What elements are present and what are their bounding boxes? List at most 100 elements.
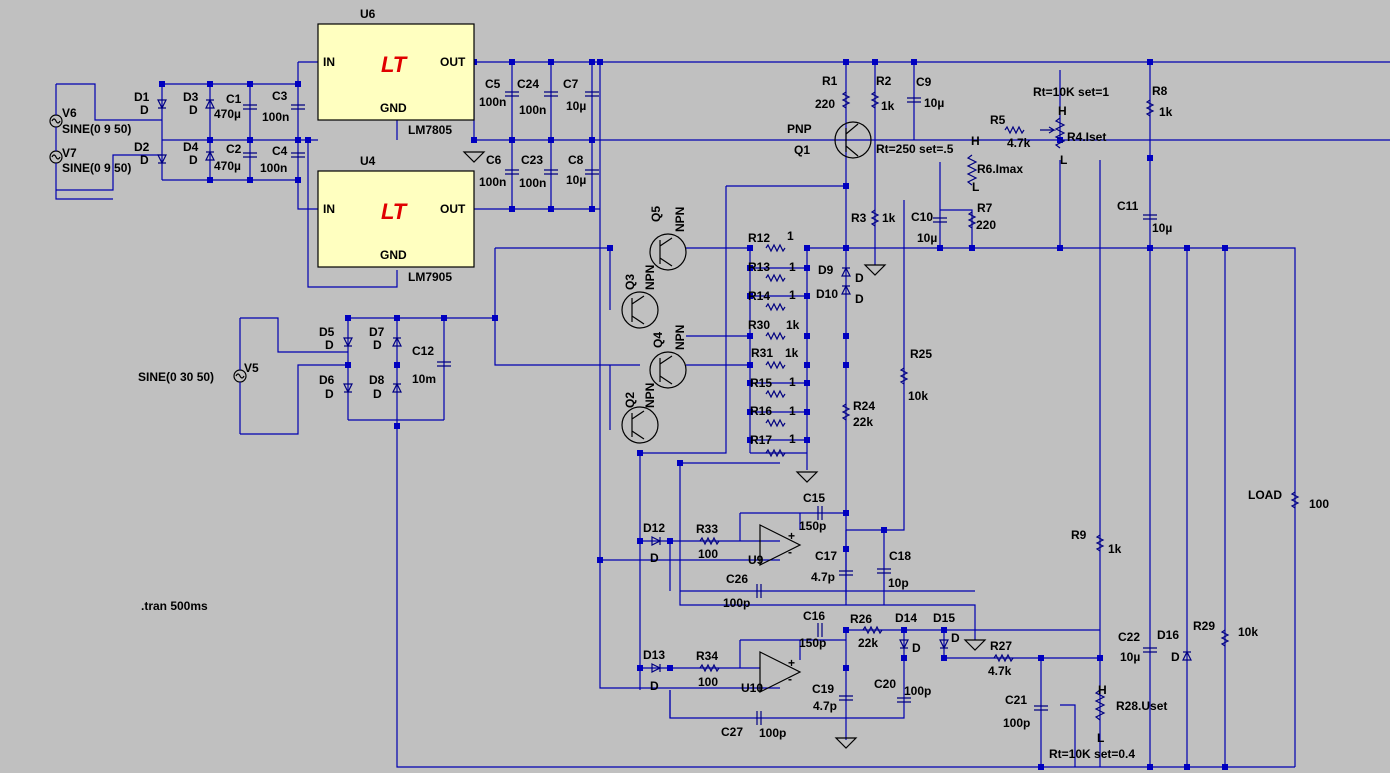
- svg-text:D: D: [951, 631, 960, 645]
- svg-text:NPN: NPN: [673, 207, 687, 232]
- svg-text:R9: R9: [1071, 528, 1087, 542]
- regulator-u4[interactable]: U4 IN OUT GND LT LM7905: [317, 154, 475, 284]
- svg-text:100n: 100n: [479, 95, 506, 109]
- lt-logo-icon: LT: [381, 199, 408, 224]
- svg-text:10k: 10k: [908, 389, 928, 403]
- svg-text:D15: D15: [933, 611, 955, 625]
- transistor-q4[interactable]: Q4 NPN: [649, 325, 687, 389]
- transistor-q2[interactable]: Q2 NPN: [621, 383, 659, 444]
- tran-directive[interactable]: .tran 500ms: [141, 599, 208, 613]
- svg-text:C9: C9: [916, 75, 932, 89]
- svg-text:NPN: NPN: [673, 325, 687, 350]
- resistor-r17: R17 1: [750, 432, 796, 458]
- svg-text:C15: C15: [803, 491, 825, 505]
- svg-text:C17: C17: [815, 549, 837, 563]
- svg-text:1: 1: [789, 432, 796, 446]
- svg-text:C10: C10: [911, 210, 933, 224]
- opamp-u10[interactable]: + - U10: [741, 651, 802, 695]
- u9-plus: +: [788, 529, 795, 543]
- svg-text:D2: D2: [134, 140, 150, 154]
- pot-r28[interactable]: Rt=10K set=0.4 H L R28.Uset: [1049, 683, 1167, 761]
- svg-text:100n: 100n: [519, 176, 546, 190]
- svg-text:C21: C21: [1005, 693, 1027, 707]
- opamp-u9[interactable]: + - U9: [748, 524, 802, 567]
- source-v6[interactable]: V6 SINE(0 9 50): [49, 106, 131, 136]
- u6-pin-in: IN: [323, 55, 335, 69]
- v5-value: SINE(0 30 50): [138, 370, 214, 384]
- svg-text:1k: 1k: [1159, 105, 1173, 119]
- svg-text:1k: 1k: [785, 346, 799, 360]
- source-v5[interactable]: V5 SINE(0 30 50): [138, 361, 259, 384]
- svg-text:22k: 22k: [858, 636, 878, 650]
- svg-text:10µ: 10µ: [1152, 221, 1172, 235]
- u6-pin-out: OUT: [440, 55, 466, 69]
- transistor-q1[interactable]: PNP Q1: [787, 121, 872, 159]
- u6-pin-gnd: GND: [380, 101, 407, 115]
- svg-text:10µ: 10µ: [924, 96, 944, 110]
- svg-text:R14: R14: [748, 289, 770, 303]
- svg-text:R1: R1: [822, 74, 838, 88]
- u4-pin-in: IN: [323, 202, 335, 216]
- svg-text:100n: 100n: [519, 103, 546, 117]
- transistor-q5[interactable]: Q5 NPN: [649, 206, 687, 271]
- pot-r6[interactable]: Rt=250 set=.5 H L R6.Imax: [876, 134, 1023, 194]
- diode-d7: D7D: [369, 325, 402, 352]
- svg-text:H: H: [1098, 683, 1107, 697]
- svg-text:R31: R31: [751, 346, 773, 360]
- svg-text:Q4: Q4: [651, 332, 665, 348]
- svg-text:R27: R27: [990, 639, 1012, 653]
- svg-text:R17: R17: [750, 433, 772, 447]
- diode-d4: D4D: [183, 140, 215, 167]
- svg-text:10µ: 10µ: [566, 99, 586, 113]
- svg-text:100p: 100p: [904, 684, 931, 698]
- svg-text:R24: R24: [853, 399, 875, 413]
- pot-r4[interactable]: Rt=10K set=1 H L R4.Iset: [1033, 85, 1109, 167]
- u10-plus: +: [788, 656, 795, 670]
- svg-text:NPN: NPN: [643, 383, 657, 408]
- svg-text:L: L: [1060, 153, 1067, 167]
- svg-text:C16: C16: [803, 609, 825, 623]
- svg-text:D3: D3: [183, 90, 199, 104]
- svg-text:C3: C3: [272, 89, 288, 103]
- svg-text:C20: C20: [874, 677, 896, 691]
- transistor-q3[interactable]: Q3 NPN: [621, 265, 659, 329]
- svg-text:C6: C6: [486, 153, 502, 167]
- svg-text:R2: R2: [876, 74, 892, 88]
- svg-text:1: 1: [789, 375, 796, 389]
- svg-text:D13: D13: [643, 648, 665, 662]
- svg-text:4.7k: 4.7k: [1007, 136, 1031, 150]
- source-v7[interactable]: V7 SINE(0 9 50): [49, 146, 131, 175]
- regulator-u6[interactable]: U6 IN OUT GND LT LM7805: [317, 7, 475, 137]
- svg-text:R7: R7: [977, 201, 993, 215]
- svg-text:100: 100: [698, 547, 718, 561]
- svg-text:1k: 1k: [1108, 542, 1122, 556]
- svg-text:R16: R16: [750, 404, 772, 418]
- svg-text:D: D: [912, 641, 921, 655]
- svg-text:C26: C26: [726, 572, 748, 586]
- svg-text:C22: C22: [1118, 630, 1140, 644]
- svg-text:R29: R29: [1193, 619, 1215, 633]
- svg-text:R13: R13: [748, 260, 770, 274]
- diode-d1: D1D: [134, 90, 167, 117]
